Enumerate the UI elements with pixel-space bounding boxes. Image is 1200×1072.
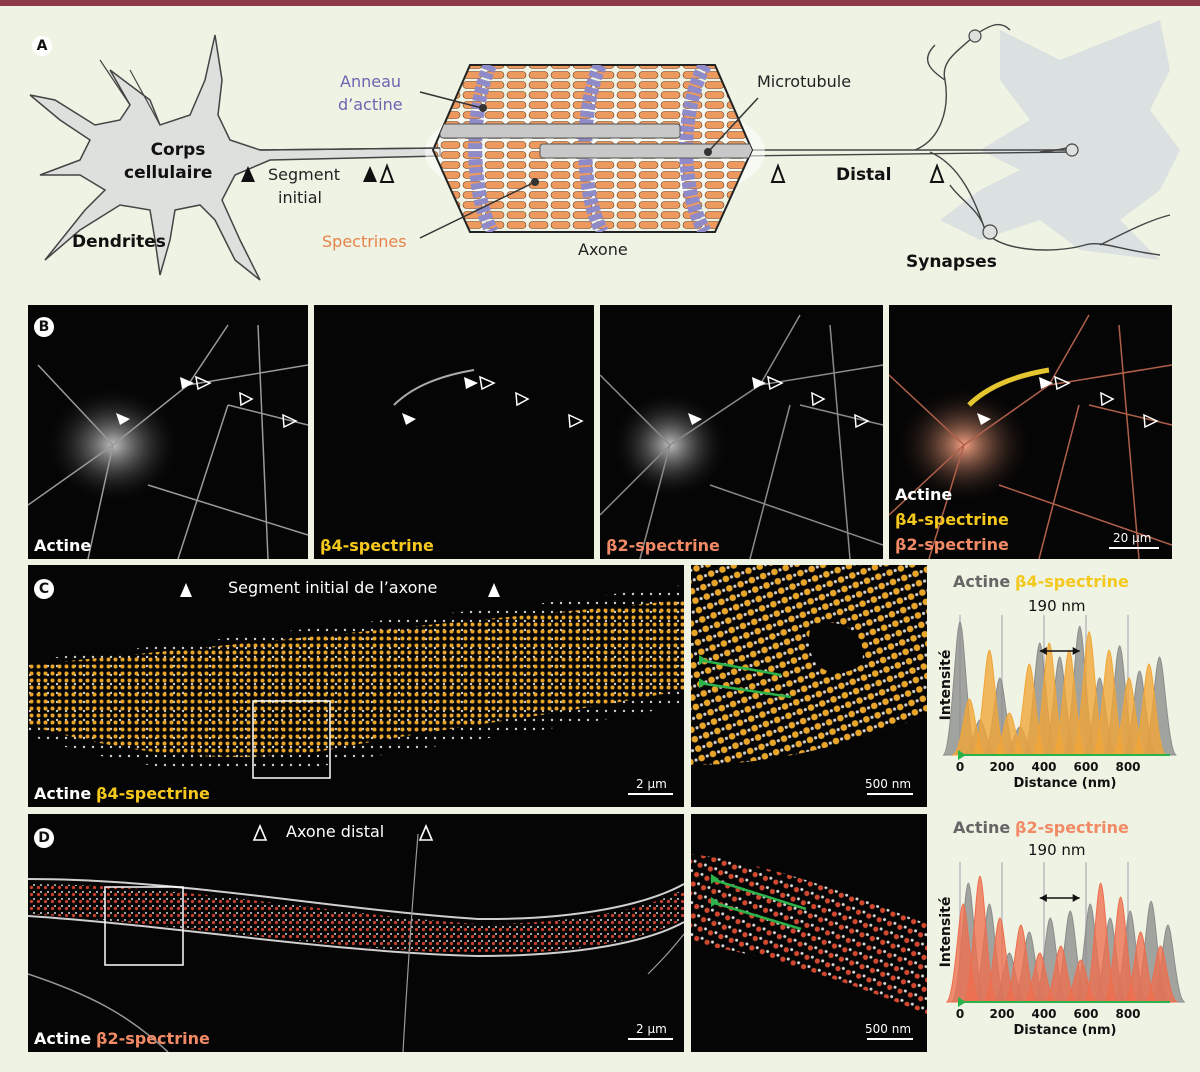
- label-actine-b: Actine: [34, 536, 92, 555]
- label-synapses: Synapses: [906, 252, 997, 272]
- spacing-arrowhead: [1039, 894, 1047, 902]
- zoom-box-d: [104, 886, 184, 966]
- pointer-spectrines: [419, 181, 536, 239]
- panel-letter-d: D: [34, 828, 54, 848]
- spacing-arrowhead: [1039, 647, 1047, 655]
- arrowhead-open: [770, 163, 786, 183]
- scale-text-d-main: 2 μm: [636, 1022, 667, 1036]
- tick-label: 400: [1031, 1007, 1056, 1021]
- label-dendrites: Dendrites: [72, 232, 166, 252]
- profile-peak-spectrine: [1143, 945, 1178, 1003]
- synapse-branches: [914, 23, 1171, 256]
- arrowhead-open: [379, 163, 395, 183]
- zoom-box-c: [252, 700, 331, 779]
- plot-c-spacing: 190 nm: [1028, 597, 1086, 615]
- label-merge-b4: β4-spectrine: [895, 510, 1009, 529]
- plot-d-actine-label: Actine: [953, 818, 1011, 837]
- dendrite-branch: [99, 59, 161, 126]
- micrograph-b2: β2-spectrine: [600, 305, 883, 559]
- soma-shape: [29, 34, 441, 281]
- spacing-arrowhead: [1072, 647, 1080, 655]
- tick-label: 400: [1031, 760, 1056, 774]
- label-corps-2: cellulaire: [124, 163, 213, 183]
- scalebar-c-zoom: [867, 793, 913, 795]
- label-spectrines: Spectrines: [322, 232, 407, 251]
- y-axis-label: Intensité: [938, 650, 954, 721]
- y-axis-label: Intensité: [938, 897, 954, 968]
- axon-line-left: [259, 147, 441, 151]
- micrograph-c-main: Segment initial de l’axone Actine β4-spe…: [28, 565, 684, 807]
- title-d: Axone distal: [286, 822, 385, 841]
- label-segment-2: initial: [278, 188, 322, 207]
- top-accent-bar: [0, 0, 1200, 6]
- label-anneau-2: d’actine: [338, 95, 403, 114]
- tick-label: 800: [1115, 760, 1140, 774]
- arrowhead-open: [929, 163, 945, 183]
- arrowhead-filled: [363, 166, 377, 182]
- microtubule-1: [439, 123, 681, 139]
- actin-ring-1: [468, 65, 499, 232]
- plot-c-b4-label: β4-spectrine: [1015, 572, 1129, 591]
- tick-label: 0: [956, 760, 964, 774]
- label-c-b4: β4-spectrine: [96, 784, 210, 803]
- micrograph-c-zoom: 500 nm: [691, 565, 927, 807]
- synapse-shape-bg: [940, 20, 1180, 260]
- pointer-microtubule: [707, 97, 759, 153]
- actin-ring-3: [679, 65, 712, 232]
- microtubule-2: [539, 143, 752, 159]
- label-d-actine: Actine: [34, 1029, 92, 1048]
- label-d-b2: β2-spectrine: [96, 1029, 210, 1048]
- micrograph-actine: Actine: [28, 305, 308, 559]
- micrograph-d-main: Axone distal Actine β2-spectrine 2 μm: [28, 814, 684, 1052]
- plot-d-b2-label: β2-spectrine: [1015, 818, 1129, 837]
- scalebar-d-zoom: [867, 1038, 913, 1040]
- tick-label: 800: [1115, 1007, 1140, 1021]
- plot-c-actine-label: Actine: [953, 572, 1011, 591]
- actin-ring-2: [578, 65, 609, 232]
- plot-d-spacing: 190 nm: [1028, 841, 1086, 859]
- label-c-actine: Actine: [34, 784, 92, 803]
- tick-label: 0: [956, 1007, 964, 1021]
- arrowhead-filled: [241, 166, 255, 182]
- label-merge-b2: β2-spectrine: [895, 535, 1009, 554]
- pointer-anneau: [419, 91, 483, 109]
- label-b4-b: β4-spectrine: [320, 536, 434, 555]
- title-c: Segment initial de l’axone: [228, 578, 438, 597]
- neuron-diagram: [29, 20, 1180, 281]
- tick-label: 600: [1073, 760, 1098, 774]
- x-axis-label: Distance (nm): [1014, 776, 1117, 791]
- scale-text-d-zoom: 500 nm: [865, 1022, 912, 1036]
- spacing-arrowhead: [1072, 894, 1080, 902]
- scale-text-b: 20 μm: [1113, 531, 1152, 545]
- panel-letter-b: B: [34, 317, 54, 337]
- scale-text-c-main: 2 μm: [636, 777, 667, 791]
- tick-label: 200: [989, 760, 1014, 774]
- tick-label: 200: [989, 1007, 1014, 1021]
- label-segment-1: Segment: [268, 165, 340, 184]
- scalebar-b: [1109, 547, 1159, 549]
- panel-letter-c: C: [34, 579, 54, 599]
- label-merge-actine: Actine: [895, 485, 953, 504]
- micrograph-d-zoom: 500 nm: [691, 814, 927, 1052]
- scale-text-c-zoom: 500 nm: [865, 777, 912, 791]
- label-anneau-1: Anneau: [340, 72, 402, 91]
- profile-peak-spectrine: [1131, 663, 1167, 756]
- label-b2-b: β2-spectrine: [606, 536, 720, 555]
- panel-letter-a: A: [32, 36, 52, 56]
- x-axis-arrow: [958, 750, 966, 760]
- scalebar-c-main: [628, 793, 673, 795]
- micrograph-merge: Actine β4-spectrine β2-spectrine 20 μm: [889, 305, 1172, 559]
- label-axone: Axone: [578, 240, 628, 259]
- x-axis-arrow: [958, 997, 966, 1007]
- axon-line-right2: [739, 151, 1076, 157]
- micrograph-b4: β4-spectrine: [314, 305, 594, 559]
- x-axis-label: Distance (nm): [1014, 1023, 1117, 1038]
- label-distal: Distal: [836, 165, 892, 185]
- label-microtubule: Microtubule: [757, 72, 852, 91]
- label-corps-1: Corps: [150, 140, 206, 160]
- scalebar-d-main: [628, 1038, 673, 1040]
- tick-label: 600: [1073, 1007, 1098, 1021]
